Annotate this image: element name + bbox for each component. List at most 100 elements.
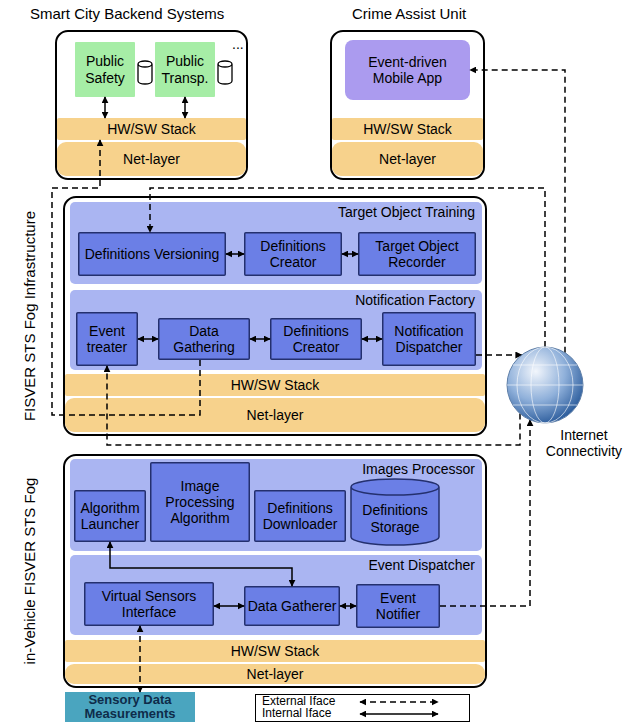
internal-interface-connector <box>104 97 106 118</box>
component-box: Definitions Creator <box>270 318 362 360</box>
component-box-fill <box>255 491 346 542</box>
internal-interface-connector <box>340 605 356 607</box>
globe-icon <box>500 345 592 427</box>
module-band-fill <box>70 459 482 551</box>
component-box: Virtual Sensors Interface <box>84 582 214 626</box>
external-interface-connector <box>139 626 141 692</box>
node-text: Event treater <box>79 323 135 355</box>
node-text: Event Notifier <box>359 590 437 622</box>
legend-line <box>360 713 438 715</box>
net-layer-band-fill <box>57 142 246 176</box>
legend-row: Internal Iface <box>262 708 463 720</box>
external-interface-connector <box>470 70 565 353</box>
heading-holder: Smart City Backend Systems <box>30 5 224 22</box>
service-box-fill <box>155 42 215 97</box>
system-box: in-Vehicle FISVER STS FogImages Processo… <box>63 454 487 688</box>
net-layer-band-fill <box>65 398 485 432</box>
app-box-fill <box>345 40 470 100</box>
module-band-fill <box>70 290 482 370</box>
node-text: Definitions Versioning <box>85 246 220 262</box>
component-box-fill <box>75 491 146 542</box>
component-box-fill <box>79 233 226 276</box>
system-box: Crime Assist UnitEvent-driven Mobile App… <box>330 30 485 180</box>
internal-interface-connector <box>138 338 158 340</box>
net-layer-band: Net-layer <box>57 142 246 176</box>
hw-sw-stack-band: HW/SW Stack <box>332 118 483 140</box>
component-box: Image Processing Algorithm <box>150 462 250 542</box>
component-box-fill <box>77 313 138 366</box>
globe-circle <box>507 347 583 423</box>
node-text: Images Processor <box>362 461 475 477</box>
node-text: Target Object Training <box>338 204 475 220</box>
node-text: Image Processing Algorithm <box>153 478 247 526</box>
component-box-fill <box>245 587 340 626</box>
node-text: HW/SW Stack <box>107 121 196 137</box>
internal-interface-connector <box>110 542 292 586</box>
node-text: Event Dispatcher <box>368 557 475 573</box>
hw-sw-stack-band-fill <box>65 640 485 662</box>
module-band-fill <box>70 555 482 635</box>
component-box-fill <box>357 585 440 628</box>
service-box: Public Safety <box>75 42 135 97</box>
net-layer-band-fill <box>65 664 485 684</box>
node-text: Data Gatherer <box>248 598 337 614</box>
external-interface-connector <box>440 420 530 606</box>
hw-sw-stack-band-fill <box>332 118 483 140</box>
node-text: Net-layer <box>247 666 304 682</box>
service-box: Public Transp. <box>155 42 215 97</box>
node-text: Net-layer <box>123 151 180 167</box>
node-text: Smart City Backend Systems <box>30 5 224 22</box>
globe-parallel <box>513 405 578 406</box>
app-box: Event-driven Mobile App <box>345 40 470 100</box>
internal-interface-connector <box>250 338 270 340</box>
heading-holder: Crime Assist Unit <box>352 5 466 22</box>
module-band-fill <box>70 202 482 284</box>
legend-text: Internal Iface <box>262 707 354 721</box>
external-interface-connector <box>107 366 520 445</box>
component-box-fill <box>85 583 214 626</box>
component-box-fill <box>271 319 362 360</box>
module-band: Target Object TrainingDefinitions Versio… <box>70 202 482 284</box>
node-text: Target Object Recorder <box>361 238 473 270</box>
net-layer-band: Net-layer <box>65 398 485 432</box>
node-text: Definitions Downloader <box>257 500 343 532</box>
sensor-box-fill <box>65 692 195 722</box>
node-text: Definitions Storage <box>353 502 437 534</box>
node-text: Algorithm Launcher <box>77 500 143 532</box>
node-text: Virtual Sensors Interface <box>87 588 211 620</box>
internal-interface-connector <box>342 253 358 255</box>
legend-sample <box>354 708 444 720</box>
hw-sw-stack-band: HW/SW Stack <box>57 118 246 140</box>
more-label: ... <box>232 36 244 52</box>
component-box-fill <box>151 463 250 542</box>
system-box-fill <box>331 31 484 179</box>
node-text: in-Vehicle FISVER STS Fog <box>21 478 38 665</box>
node-text: Notification Factory <box>355 292 475 308</box>
node-text: Definitions Creator <box>273 323 359 355</box>
system-box: Smart City Backend SystemsPublic SafetyP… <box>55 30 248 180</box>
database-symbol <box>218 61 232 84</box>
internal-interface-connector <box>226 253 244 255</box>
system-box: FISVER STS Fog InfrastructureTarget Obje… <box>63 196 487 436</box>
service-box-fill <box>75 42 135 97</box>
internal-interface-connector <box>362 338 382 340</box>
database-symbol <box>138 61 152 84</box>
node-text: Event-driven Mobile App <box>348 54 467 86</box>
hw-sw-stack-band-fill <box>57 118 246 140</box>
component-box: Definitions Creator <box>244 232 342 276</box>
cylinder-shape <box>351 479 439 545</box>
component-box: Data Gatherer <box>244 586 340 626</box>
component-box: Event Notifier <box>356 584 440 628</box>
node-text: Internet Connectivity <box>546 427 622 459</box>
component-box-fill <box>245 233 342 276</box>
legend-line <box>360 701 438 703</box>
component-box: Data Gathering <box>158 318 250 360</box>
component-box-fill <box>359 233 476 276</box>
net-layer-band: Net-layer <box>65 664 485 684</box>
node-text: Net-layer <box>379 151 436 167</box>
external-interface-connector <box>52 140 200 415</box>
component-box: Target Object Recorder <box>358 232 476 276</box>
legend-sample <box>354 696 444 708</box>
